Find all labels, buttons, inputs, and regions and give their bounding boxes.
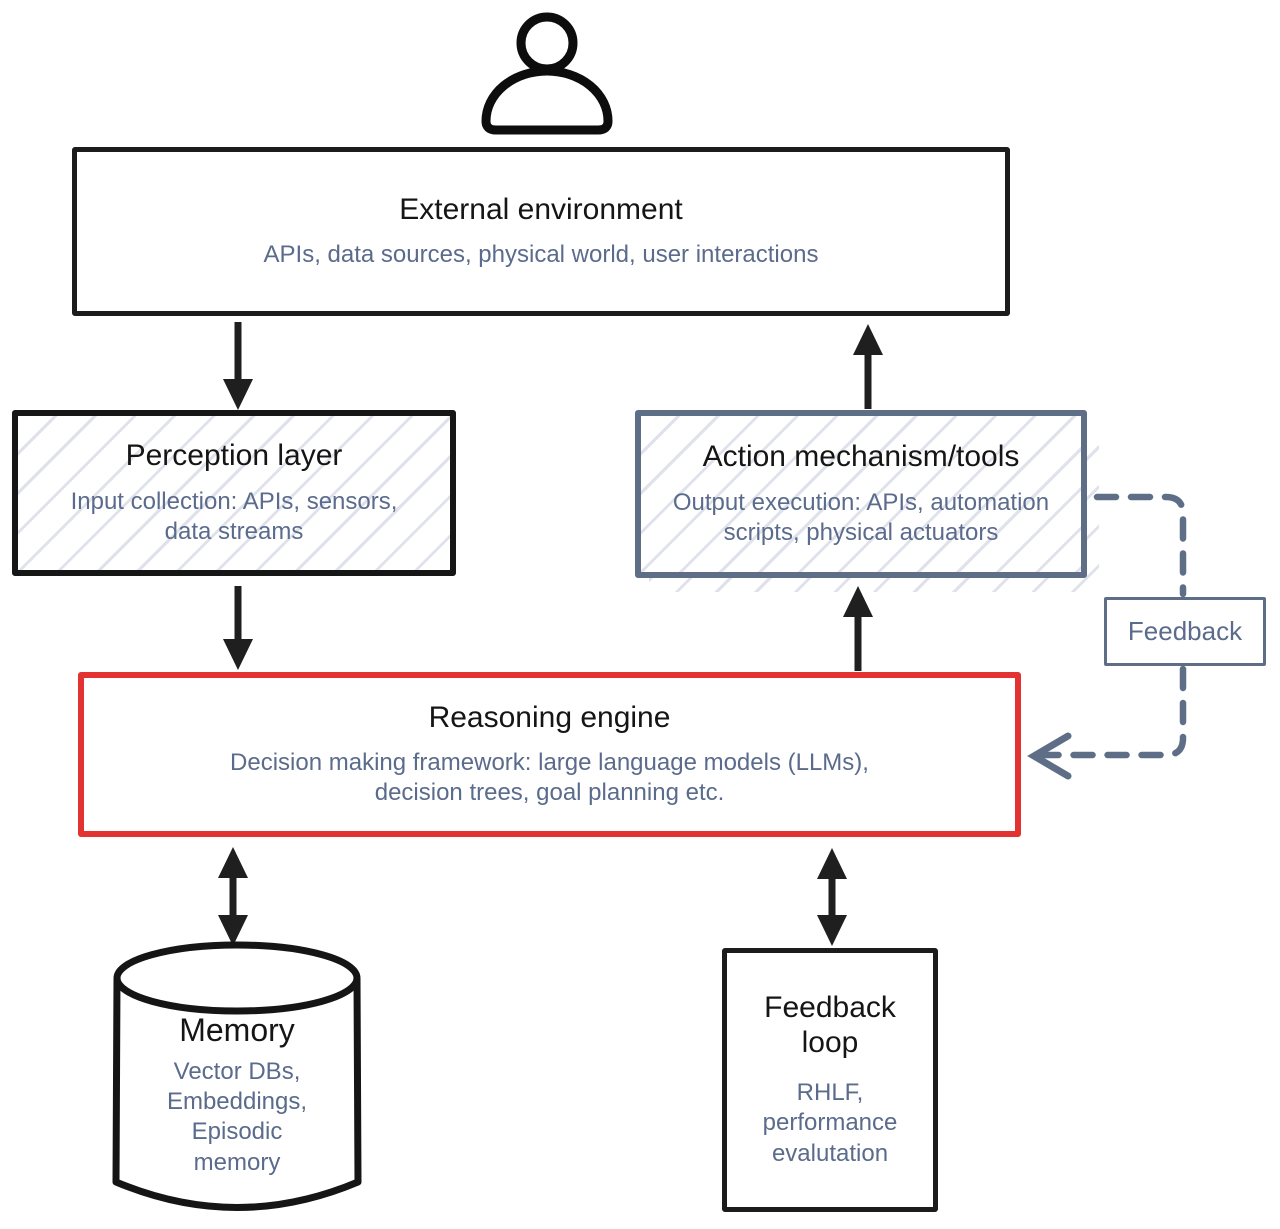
feedback-loop-subtitle: RHLF, performance evalutation <box>762 1079 898 1167</box>
feedback-tag-box: Feedback <box>1104 597 1266 666</box>
arrow-reasoning-feedbackloop <box>817 848 847 946</box>
action-mechanism-title: Action mechanism/tools <box>702 440 1020 474</box>
arrow-perception-to-reasoning <box>223 586 253 670</box>
reasoning-engine-title: Reasoning engine <box>428 700 671 734</box>
arrow-action-to-env <box>853 324 883 409</box>
external-environment-subtitle: APIs, data sources, physical world, user… <box>263 241 819 269</box>
feedback-loop-box: Feedback loop RHLF, performance evalutat… <box>722 948 938 1212</box>
reasoning-engine-subtitle: Decision making framework: large languag… <box>230 749 869 807</box>
memory-cylinder <box>112 941 362 1211</box>
memory-label-group: Memory Vector DBs, Embeddings, Episodic … <box>127 1012 347 1178</box>
reasoning-engine-box: Reasoning engine Decision making framewo… <box>78 672 1021 837</box>
action-mechanism-box: Action mechanism/tools Output execution:… <box>635 410 1087 578</box>
feedback-tag-label: Feedback <box>1127 616 1243 646</box>
memory-title: Memory <box>179 1012 295 1048</box>
external-environment-title: External environment <box>399 192 683 226</box>
perception-layer-subtitle: Input collection: APIs, sensors, data st… <box>70 487 398 545</box>
external-environment-box: External environment APIs, data sources,… <box>72 147 1010 316</box>
user-icon <box>481 12 613 135</box>
arrow-reasoning-memory <box>218 847 248 946</box>
perception-layer-box: Perception layer Input collection: APIs,… <box>12 410 456 576</box>
action-mechanism-subtitle: Output execution: APIs, automation scrip… <box>672 488 1050 546</box>
feedback-loop-title: Feedback loop <box>764 991 896 1059</box>
arrow-reasoning-to-action <box>843 586 873 671</box>
feedback-dashed-path <box>1027 493 1187 780</box>
perception-layer-title: Perception layer <box>125 439 343 473</box>
memory-subtitle: Vector DBs, Embeddings, Episodic memory <box>166 1057 308 1176</box>
arrow-env-to-perception <box>223 322 253 410</box>
